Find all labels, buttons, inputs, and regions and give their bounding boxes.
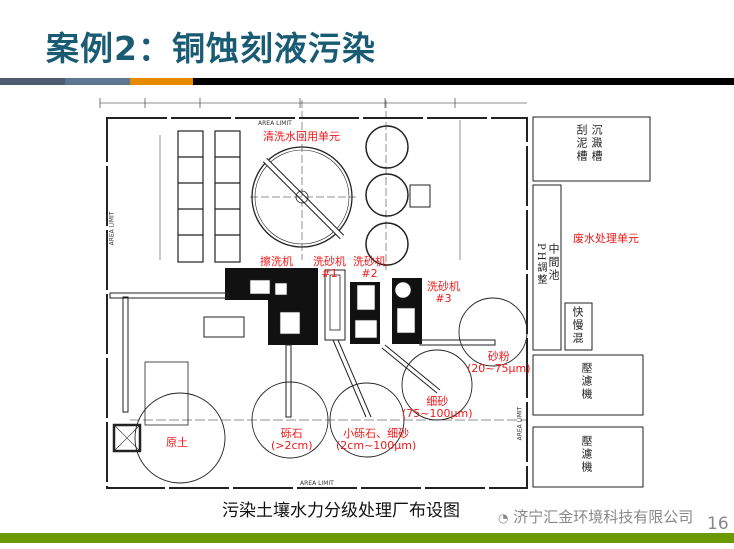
page-number: 16 xyxy=(707,514,729,534)
header-bar-segment xyxy=(65,78,130,85)
box-sedimentation-a: 沉澱槽 xyxy=(590,124,603,163)
label-gravel: 砾石(>2cm) xyxy=(271,428,313,452)
box-mixer: 快慢混 xyxy=(571,306,584,345)
label-wastewater-unit: 废水处理单元 xyxy=(573,232,639,245)
label-no: #2 xyxy=(361,267,378,280)
label-text: 砂粉 xyxy=(487,350,510,363)
box-filter-press-1: 壓濾機 xyxy=(580,362,593,401)
label-text: 细砂 xyxy=(426,395,449,408)
watermark-text: 济宁汇金环境科技有限公司 xyxy=(513,508,694,526)
label-raw-soil: 原土 xyxy=(166,436,188,449)
label-wash-water-reuse: 清洗水回用单元 xyxy=(263,130,340,143)
label-size: (2cm~100μm) xyxy=(336,439,417,452)
box-ph-adjust: PH調整 xyxy=(535,243,546,287)
label-silt: 砂粉(20~75μm) xyxy=(467,351,531,375)
label-text: 砾石 xyxy=(280,427,303,440)
figure-caption: 污染土壤水力分级处理厂布设图 xyxy=(222,501,460,521)
label-text: 洗砂机 xyxy=(353,255,386,268)
label-size: (75~100μm) xyxy=(402,407,473,420)
watermark: ◔ 济宁汇金环境科技有限公司 xyxy=(498,506,693,527)
label-text: 洗砂机 xyxy=(313,255,346,268)
label-fine-sand: 细砂(75~100μm) xyxy=(402,396,473,420)
label-no: #3 xyxy=(435,292,452,305)
label-scrubber: 擦洗机 xyxy=(260,255,293,268)
label-sand-washer-1: 洗砂机#1 xyxy=(313,256,346,280)
header-bar-segment xyxy=(193,78,734,85)
header-bar-segment xyxy=(130,78,193,85)
label-size: (>2cm) xyxy=(271,439,313,452)
wechat-icon: ◔ xyxy=(498,511,509,525)
label-text: 洗砂机 xyxy=(427,280,460,293)
label-no: #1 xyxy=(321,267,338,280)
box-sedimentation-b: 刮泥槽 xyxy=(575,124,588,163)
footer-bar xyxy=(0,533,734,543)
box-filter-press-2: 壓濾機 xyxy=(580,435,593,474)
label-small-gravel: 小砾石、细砂(2cm~100μm) xyxy=(336,428,416,452)
slide-title: 案例2：铜蚀刻液污染 xyxy=(46,29,376,68)
area-limit-top: AREA LIMIT xyxy=(258,120,292,127)
area-limit-right: AREA LIMIT xyxy=(516,406,524,441)
area-limit-bottom: AREA LIMIT xyxy=(300,480,334,487)
box-middle-tank: 中間池 xyxy=(547,243,560,282)
label-sand-washer-2: 洗砂机#2 xyxy=(353,256,386,280)
label-text: 小砾石、细砂 xyxy=(343,427,410,440)
header-bar-segment xyxy=(0,78,65,85)
label-sand-washer-3: 洗砂机#3 xyxy=(427,281,460,305)
label-size: (20~75μm) xyxy=(467,362,531,375)
area-limit-left: AREA LIMIT xyxy=(108,211,116,246)
